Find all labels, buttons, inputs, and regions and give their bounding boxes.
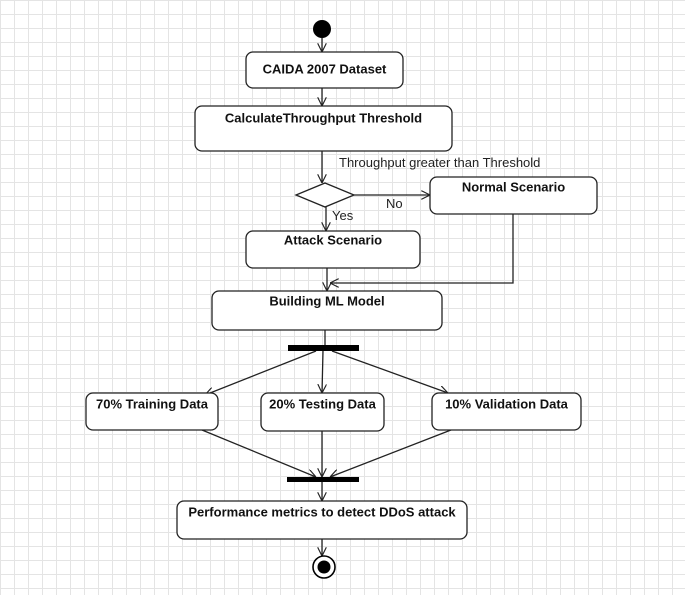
validation-data-label: 10% Validation Data bbox=[445, 396, 569, 411]
flow-training-to-join bbox=[201, 429, 316, 477]
end-node bbox=[312, 555, 336, 579]
join-bar bbox=[287, 477, 359, 482]
attack-scenario-label: Attack Scenario bbox=[284, 232, 382, 247]
calculate-threshold-node: CalculateThroughput Threshold bbox=[194, 105, 453, 152]
normal-scenario-node: Normal Scenario bbox=[429, 176, 598, 215]
calculate-threshold-label: CalculateThroughput Threshold bbox=[225, 110, 422, 125]
no-label: No bbox=[386, 196, 403, 211]
flow-fork-to-testing bbox=[322, 350, 323, 393]
flow-fork-to-validation bbox=[331, 350, 448, 393]
validation-data-node: 10% Validation Data bbox=[431, 392, 582, 431]
start-node bbox=[313, 20, 331, 38]
training-data-node: 70% Training Data bbox=[85, 392, 219, 431]
caida-dataset-node: CAIDA 2007 Dataset bbox=[245, 51, 404, 89]
flow-normal-to-ml bbox=[330, 214, 514, 283]
yes-label: Yes bbox=[332, 208, 354, 223]
building-ml-model-node: Building ML Model bbox=[211, 290, 443, 331]
caida-dataset-label: CAIDA 2007 Dataset bbox=[263, 61, 387, 76]
normal-scenario-label: Normal Scenario bbox=[462, 179, 565, 194]
training-data-label: 70% Training Data bbox=[96, 396, 209, 411]
fork-bar bbox=[288, 345, 359, 351]
building-ml-model-label: Building ML Model bbox=[269, 293, 384, 308]
decision-diamond bbox=[294, 182, 356, 208]
flow-fork-to-training bbox=[205, 350, 317, 395]
performance-metrics-node: Performance metrics to detect DDoS attac… bbox=[176, 500, 468, 540]
testing-data-label: 20% Testing Data bbox=[269, 396, 376, 411]
performance-metrics-label: Performance metrics to detect DDoS attac… bbox=[188, 504, 456, 519]
condition-label: Throughput greater than Threshold bbox=[339, 155, 540, 170]
flow-validation-to-join bbox=[330, 429, 452, 477]
testing-data-node: 20% Testing Data bbox=[260, 392, 385, 432]
attack-scenario-node: Attack Scenario bbox=[245, 230, 421, 269]
